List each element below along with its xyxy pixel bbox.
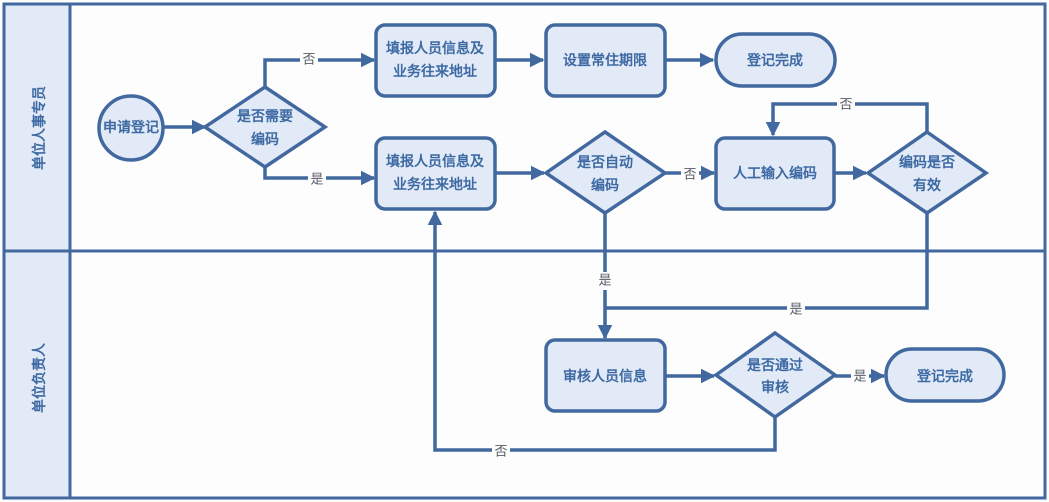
node-label-line-2: 业务往来地址	[393, 176, 477, 193]
node-label: 登记完成	[916, 368, 973, 385]
node-code-valid-decision[interactable]: 编码是否 有效	[864, 129, 990, 216]
edge-label-code-valid-yes: 是	[789, 303, 802, 318]
terminal-shape	[714, 32, 837, 88]
node-label: 人工输入编码	[733, 165, 817, 182]
process-box-shape	[714, 136, 836, 211]
decision-diamond-shape	[864, 129, 990, 216]
lane-title-text: 单位负责人	[31, 342, 48, 413]
node-review[interactable]: 审核人员信息	[544, 338, 667, 413]
process-box-shape	[374, 136, 497, 211]
lane-title-2: 单位负责人	[31, 342, 48, 413]
node-label-line-2: 编码	[591, 177, 619, 194]
node-auto-code-decision[interactable]: 是否自动 编码	[542, 129, 669, 216]
node-label-line-1: 是否自动	[577, 154, 633, 171]
edge-label-auto-code-yes: 是	[598, 274, 611, 289]
edge-label-need-code-yes: 是	[310, 173, 323, 188]
nodes: 申请登记 是否需要 编码 填报人员信息及 业务往来地址 设置常住期限	[97, 23, 1006, 420]
edge-labels: 否 是 否 否 是 是 是 否	[300, 51, 869, 460]
node-fill-info-top[interactable]: 填报人员信息及 业务往来地址	[374, 23, 497, 98]
node-label-line-2: 有效	[913, 177, 942, 194]
node-manual-code[interactable]: 人工输入编码	[714, 136, 836, 211]
node-label-line-1: 编码是否	[899, 154, 955, 171]
edge-review-pass-no	[427, 210, 777, 452]
node-label-line-1: 是否通过	[747, 357, 803, 374]
node-fill-info-mid[interactable]: 填报人员信息及 业务往来地址	[374, 136, 497, 211]
edge-need-code-yes	[263, 167, 376, 186]
lane-title-1: 单位人事专员	[31, 86, 48, 170]
process-box-shape	[544, 23, 667, 98]
decision-diamond-shape	[712, 330, 839, 420]
node-label: 登记完成	[746, 52, 803, 69]
node-label-line-2: 审核	[761, 379, 789, 396]
node-done-bottom[interactable]: 登记完成	[884, 347, 1006, 403]
process-box-shape	[374, 23, 497, 98]
node-label: 设置常住期限	[563, 52, 647, 69]
decision-diamond-shape	[201, 84, 329, 170]
edge-label-review-pass-no: 否	[494, 445, 507, 460]
node-done-top[interactable]: 登记完成	[714, 32, 837, 88]
lane-title-text: 单位人事专员	[31, 86, 48, 170]
node-label-line-1: 填报人员信息及	[386, 40, 485, 57]
node-label-line-1: 填报人员信息及	[386, 153, 485, 170]
decision-diamond-shape	[542, 129, 669, 216]
edge-label-auto-code-no: 否	[683, 168, 696, 183]
node-label: 审核人员信息	[563, 368, 647, 385]
start-circle-shape	[97, 94, 165, 162]
edges	[163, 52, 929, 452]
node-need-code-decision[interactable]: 是否需要 编码	[201, 84, 329, 170]
node-label-line-2: 业务往来地址	[393, 63, 477, 80]
node-label-line-2: 编码	[251, 131, 279, 148]
node-start[interactable]: 申请登记	[97, 94, 165, 162]
node-review-pass-decision[interactable]: 是否通过 审核	[712, 330, 839, 420]
edge-label-review-pass-yes: 是	[853, 370, 866, 385]
edge-label-code-valid-no: 否	[839, 98, 852, 113]
node-label: 申请登记	[103, 119, 159, 136]
node-set-period[interactable]: 设置常住期限	[544, 23, 667, 98]
terminal-shape	[884, 347, 1006, 403]
node-label-line-1: 是否需要	[237, 108, 293, 125]
edge-need-code-no	[263, 52, 376, 87]
process-box-shape	[544, 338, 667, 413]
edge-code-valid-yes	[605, 213, 929, 310]
edge-label-need-code-no: 否	[302, 53, 315, 68]
